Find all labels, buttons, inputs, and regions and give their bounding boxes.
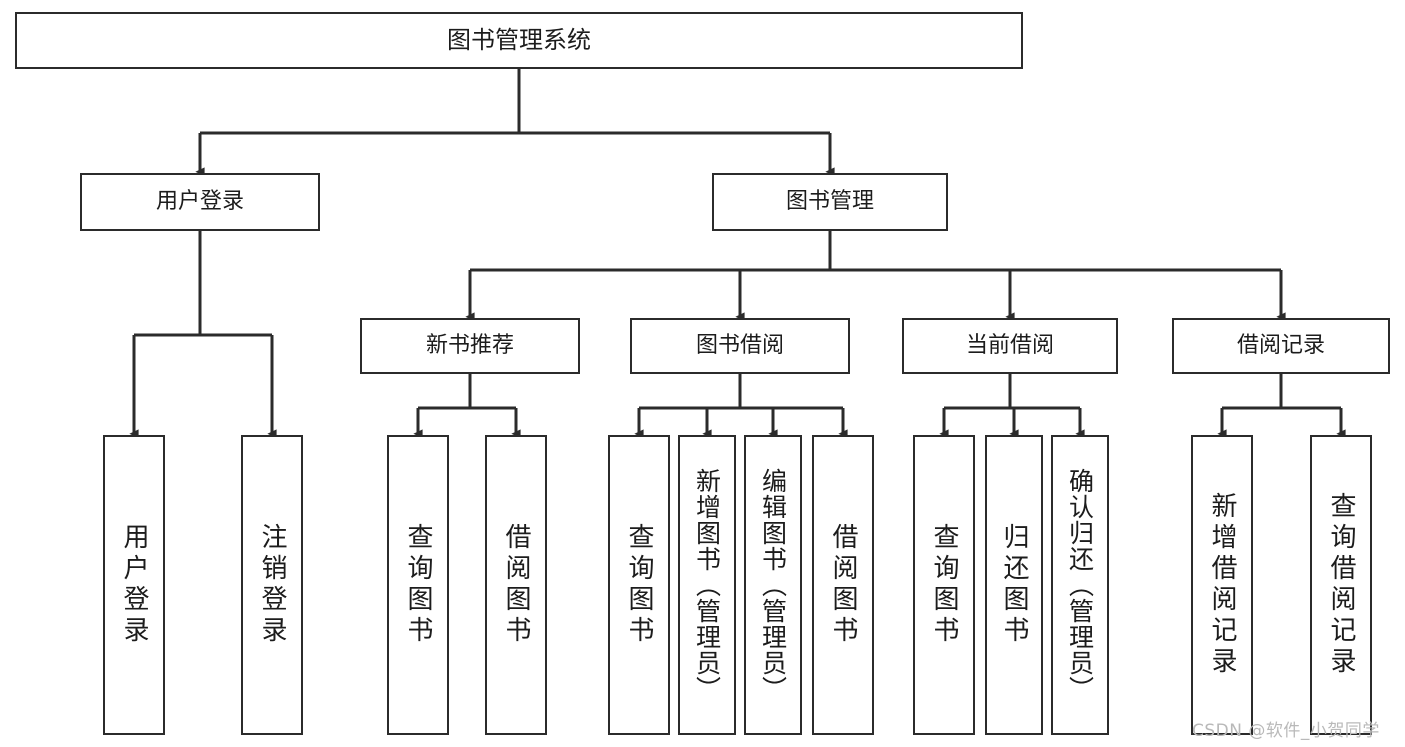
node-root: 图书管理系统	[15, 12, 1023, 69]
node-label: 新增借阅记录	[1207, 492, 1237, 678]
node-leaf-user-login: 用户登录	[103, 435, 165, 735]
node-leaf-query-record: 查询借阅记录	[1310, 435, 1372, 735]
node-label: 确认归还（管理员）	[1065, 468, 1095, 702]
node-label: 查询借阅记录	[1326, 492, 1356, 678]
node-leaf-query-book-cur: 查询图书	[913, 435, 975, 735]
node-leaf-query-book-bor: 查询图书	[608, 435, 670, 735]
node-label: 查询图书	[624, 523, 654, 647]
node-label: 图书管理系统	[447, 26, 591, 55]
node-label: 借阅图书	[501, 523, 531, 647]
node-leaf-confirm-return: 确认归还（管理员）	[1051, 435, 1109, 735]
node-label: 编辑图书（管理员）	[758, 468, 788, 702]
node-leaf-query-book-rec: 查询图书	[387, 435, 449, 735]
node-label: 归还图书	[999, 523, 1029, 647]
node-leaf-add-book: 新增图书（管理员）	[678, 435, 736, 735]
node-user-login: 用户登录	[80, 173, 320, 231]
node-leaf-add-record: 新增借阅记录	[1191, 435, 1253, 735]
node-leaf-return-book: 归还图书	[985, 435, 1043, 735]
node-current-borrow: 当前借阅	[902, 318, 1118, 374]
node-label: 查询图书	[403, 523, 433, 647]
node-label: 用户登录	[119, 523, 149, 647]
node-label: 新书推荐	[425, 333, 514, 359]
node-book-manage: 图书管理	[712, 173, 948, 231]
node-leaf-logout: 注销登录	[241, 435, 303, 735]
node-borrow-record: 借阅记录	[1172, 318, 1390, 374]
node-new-book-recommend: 新书推荐	[360, 318, 580, 374]
csdn-watermark: CSDN @软件_小贺同学	[1192, 721, 1380, 741]
node-label: 图书管理	[785, 189, 874, 215]
node-book-borrow: 图书借阅	[630, 318, 850, 374]
node-leaf-borrow-book-rec: 借阅图书	[485, 435, 547, 735]
node-label: 当前借阅	[965, 333, 1054, 359]
node-label: 新增图书（管理员）	[692, 468, 722, 702]
node-label: 借阅图书	[828, 523, 858, 647]
node-label: 借阅记录	[1236, 333, 1325, 359]
node-label: 用户登录	[155, 189, 244, 215]
node-label: 注销登录	[257, 523, 287, 647]
node-label: 图书借阅	[695, 333, 784, 359]
node-leaf-edit-book: 编辑图书（管理员）	[744, 435, 802, 735]
node-leaf-borrow-book-bor: 借阅图书	[812, 435, 874, 735]
node-label: 查询图书	[929, 523, 959, 647]
